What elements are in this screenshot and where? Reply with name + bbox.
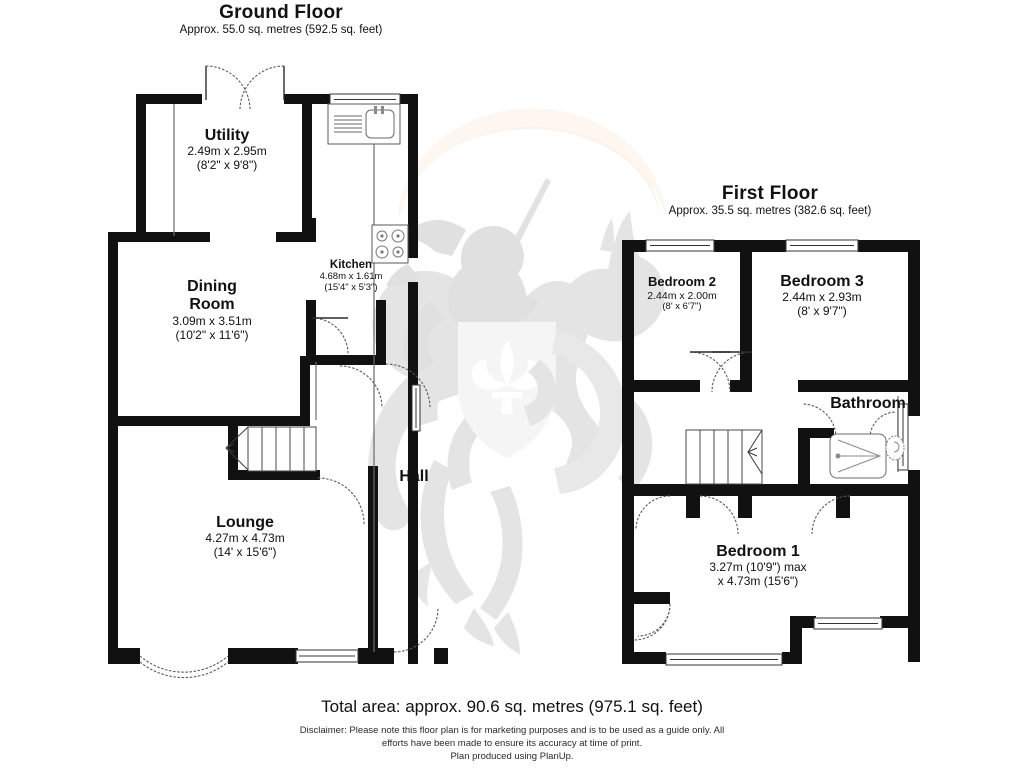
hob-icon <box>371 224 409 264</box>
knight-on-horseback-watermark <box>368 108 666 654</box>
kitchen-fixtures <box>327 103 409 264</box>
ground-floor-structure <box>108 94 448 664</box>
ground-stairs-icon <box>225 426 317 472</box>
ground-floor-door-swings <box>139 65 439 679</box>
first-stairs-icon <box>685 429 763 485</box>
bathtub-icon <box>829 433 887 479</box>
sink-icon <box>365 106 395 139</box>
ground-floor-door-leaves <box>205 66 348 319</box>
first-floor-windows <box>645 239 909 666</box>
toilet-icon <box>885 435 905 461</box>
bathroom-fixtures <box>829 433 905 479</box>
first-floor-structure <box>622 240 920 664</box>
fleur-de-lis-icon <box>472 340 542 414</box>
ground-floor-windows <box>295 93 421 663</box>
ground-floor-details <box>173 104 375 652</box>
drainer-icon <box>334 115 362 133</box>
